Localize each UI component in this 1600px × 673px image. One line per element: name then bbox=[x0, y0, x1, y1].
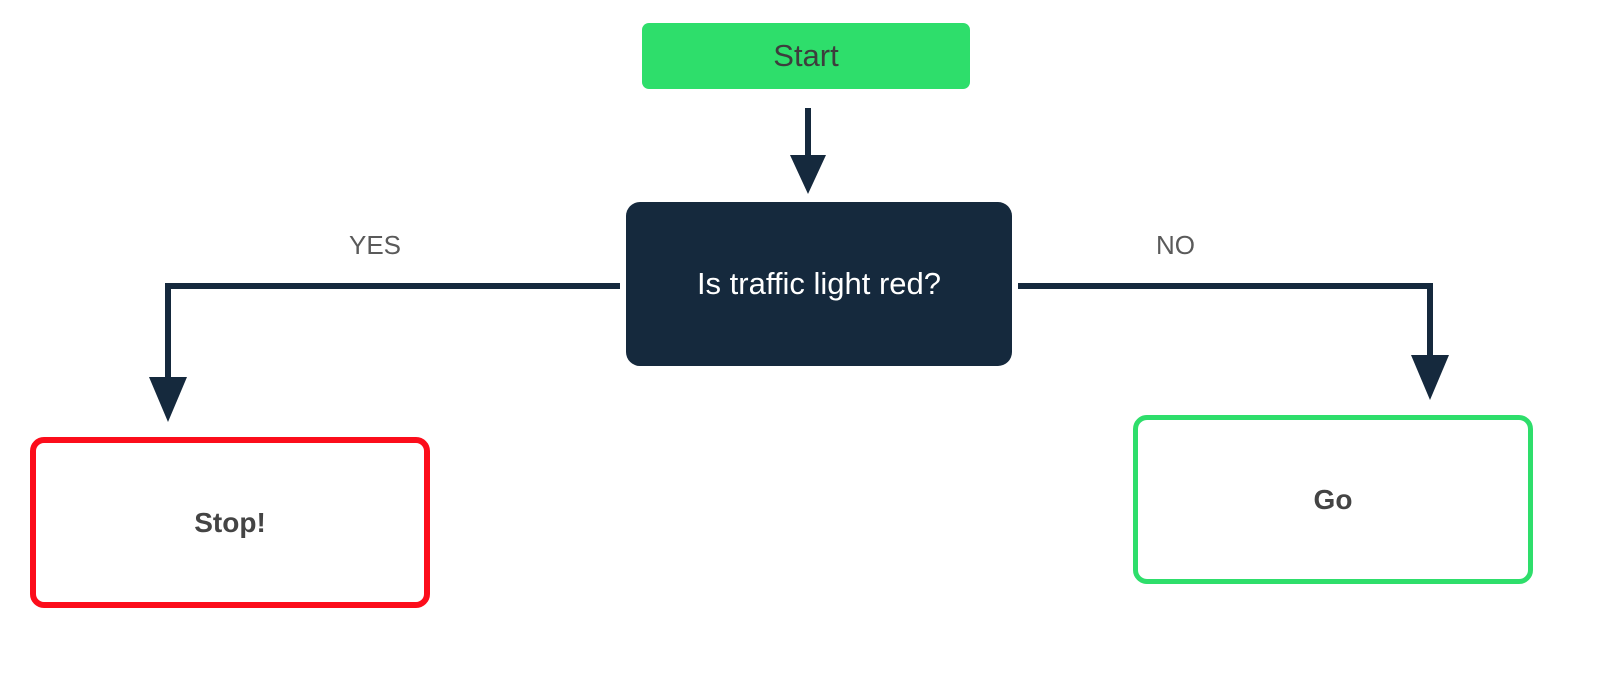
node-start[interactable]: Start bbox=[642, 23, 970, 89]
edge-label-yes: YES bbox=[349, 230, 402, 260]
node-stop-label: Stop! bbox=[194, 506, 266, 538]
node-start-label: Start bbox=[773, 38, 839, 73]
node-go[interactable]: Go bbox=[1133, 415, 1533, 584]
node-decision-label: Is traffic light red? bbox=[696, 266, 942, 301]
edge-start-to-decision bbox=[790, 108, 826, 194]
edge-decision-to-go bbox=[1018, 283, 1449, 400]
edge-decision-to-stop bbox=[149, 283, 620, 422]
node-go-label: Go bbox=[1313, 483, 1353, 515]
edge-label-no: NO bbox=[1156, 230, 1195, 260]
node-decision[interactable]: Is traffic light red? bbox=[626, 202, 1012, 366]
node-stop[interactable]: Stop! bbox=[30, 437, 430, 608]
